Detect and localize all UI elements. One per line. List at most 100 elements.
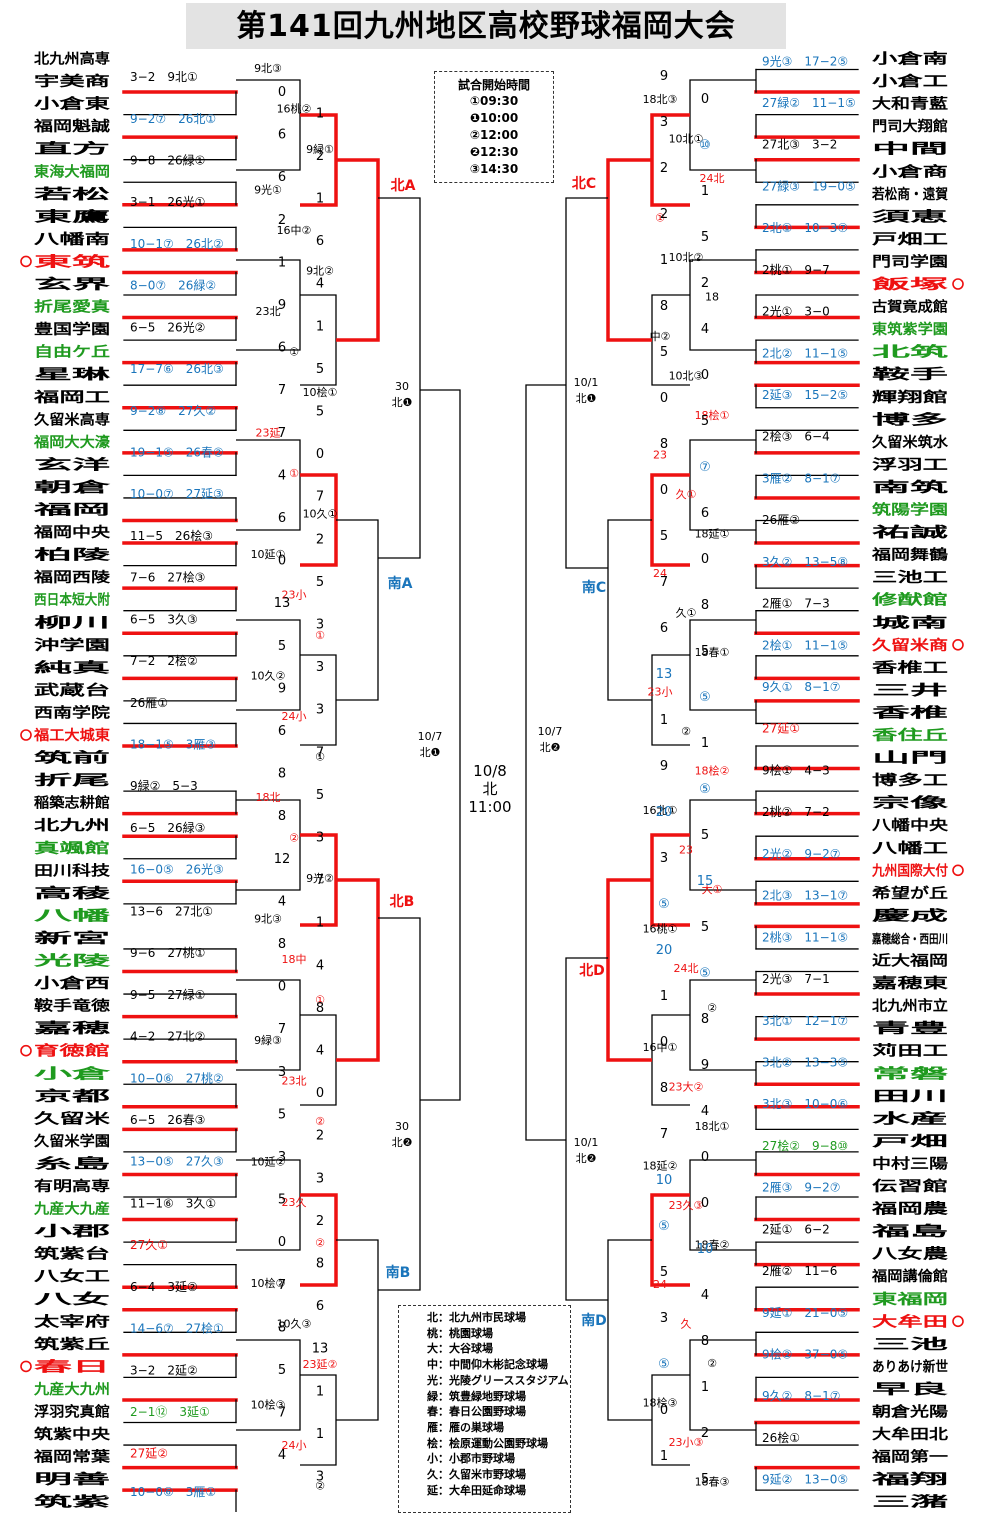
left-team-name: 久留米高専 bbox=[33, 411, 110, 428]
left-score: 3 bbox=[278, 1065, 286, 1080]
left-team-name: 星琳 bbox=[34, 366, 113, 383]
right-round-label: 16北① bbox=[643, 804, 678, 817]
right-score: 0 bbox=[660, 391, 668, 406]
left-score: 5 bbox=[278, 1193, 286, 1208]
left-round-label: ① bbox=[289, 346, 299, 359]
legend-item: 久：久留米市野球場 bbox=[427, 1468, 526, 1482]
left-team-name: 沖学園 bbox=[34, 637, 110, 654]
left-r1-score: 6−5 26光② bbox=[130, 320, 205, 334]
left-round-label: ① bbox=[315, 994, 325, 1007]
right-team-name: 東筑紫学園 bbox=[872, 321, 948, 338]
left-score: 0 bbox=[316, 1086, 324, 1101]
left-r1-score: 2−1⑫ 3延① bbox=[130, 1405, 210, 1419]
left-team-name: 福岡工 bbox=[32, 389, 110, 406]
right-semi-bracket bbox=[565, 197, 608, 569]
right-r1-score: 27緑② 11−1⑤ bbox=[762, 95, 856, 110]
right-team-name: 田川 bbox=[872, 1089, 948, 1105]
left-team-name: 北九州高専 bbox=[34, 51, 110, 68]
left-r1-score: 4−2 27北② bbox=[130, 1030, 205, 1044]
right-r1-score: 2雁② 11−6 bbox=[762, 1264, 837, 1278]
right-score: ⑤ bbox=[658, 1219, 670, 1234]
left-score: 7 bbox=[278, 383, 286, 398]
legend-item: 雁：雁の巣球場 bbox=[427, 1420, 504, 1434]
left-team-name: 福工大城東 bbox=[33, 727, 110, 744]
right-r1-score: 2桃③ 11−1⑤ bbox=[762, 929, 848, 944]
block-label-minamiA: 南A bbox=[388, 575, 413, 592]
right-r1-score: 26桧① bbox=[762, 1430, 800, 1445]
left-score: 6 bbox=[316, 1299, 324, 1314]
right-round-label: 18桧② bbox=[695, 764, 730, 778]
left-team-name: 八女 bbox=[31, 1291, 110, 1308]
advance-circle-icon bbox=[20, 729, 32, 741]
right-score: ⑩ bbox=[699, 138, 711, 153]
left-r1-score: 16−0⑤ 26光③ bbox=[130, 863, 224, 877]
left-team-name: 小倉東 bbox=[34, 96, 110, 113]
right-score: ⑤ bbox=[699, 690, 711, 705]
right-score: 0 bbox=[701, 1196, 709, 1211]
left-team-name: 福岡魁誠 bbox=[33, 118, 110, 135]
left-score: 0 bbox=[278, 554, 286, 569]
left-r1-score: 10−0⑦ 27延③ bbox=[130, 487, 224, 501]
right-team-name: 小倉工 bbox=[872, 73, 948, 90]
left-score: 8 bbox=[316, 1257, 324, 1272]
left-team-name: 九産大九州 bbox=[33, 1381, 110, 1398]
left-score: 8 bbox=[278, 809, 286, 824]
right-score: 9 bbox=[701, 1058, 709, 1073]
right-r2-bracket bbox=[689, 439, 756, 531]
right-block-bracket bbox=[607, 519, 652, 701]
right-score: 8 bbox=[701, 598, 709, 613]
right-final-bracket bbox=[525, 384, 566, 1141]
semi-date: 10/1 bbox=[574, 376, 599, 389]
right-team-name: 城南 bbox=[872, 614, 948, 631]
left-score: 6 bbox=[278, 511, 286, 526]
right-round-label: 18延① bbox=[695, 528, 730, 541]
championship-venue: 北 bbox=[482, 780, 497, 798]
right-r1-score: 27桧② 9−8⑩ bbox=[762, 1138, 848, 1153]
left-semi-bracket bbox=[378, 917, 421, 1291]
right-team-name: 朝倉光陽 bbox=[872, 1404, 948, 1421]
left-round-label: ② bbox=[315, 1115, 325, 1128]
left-score: 8 bbox=[278, 937, 286, 952]
right-score: 1 bbox=[660, 253, 668, 268]
right-r1-score: 27北③ 3−2 bbox=[762, 138, 837, 152]
right-team-name: 東福岡 bbox=[872, 1291, 948, 1308]
left-team-name: 折尾 bbox=[34, 772, 110, 789]
right-team-name: 三池工 bbox=[872, 569, 948, 586]
left-r1-score: 9−8 26緑① bbox=[130, 152, 205, 167]
right-r1-score: 26雁② bbox=[762, 513, 800, 527]
left-team-name: 育徳館 bbox=[34, 1043, 110, 1060]
left-team-name: 京都 bbox=[34, 1088, 110, 1105]
left-round-label: 9緑③ bbox=[254, 1033, 282, 1047]
left-r1-score: 14−6⑦ 27桧① bbox=[130, 1321, 224, 1336]
left-round-label: 10延① bbox=[251, 548, 286, 561]
right-score: 1 bbox=[701, 184, 709, 199]
left-r2-bracket bbox=[236, 439, 301, 531]
right-team-name: 鞍手 bbox=[872, 366, 948, 383]
final-date: 10/7 bbox=[538, 725, 563, 738]
right-team-name: 博多工 bbox=[872, 772, 948, 789]
left-r1-score: 10−1⑦ 26北② bbox=[130, 237, 224, 251]
right-round-label: 10北③ bbox=[669, 370, 704, 383]
left-round-label: ② bbox=[315, 1237, 325, 1250]
left-block-bracket bbox=[336, 158, 380, 342]
left-team-name: 折尾愛真 bbox=[34, 299, 110, 316]
left-score: 1 bbox=[316, 1384, 324, 1399]
left-team-name: 福岡常葉 bbox=[33, 1449, 112, 1466]
right-team-name: 筑陽学園 bbox=[872, 502, 948, 519]
right-r1-score: 2光③ 7−1 bbox=[762, 972, 830, 986]
left-score: 2 bbox=[316, 1129, 324, 1144]
right-round-label: ② bbox=[707, 1002, 717, 1015]
right-score: ⑦ bbox=[699, 460, 711, 475]
right-score: 1 bbox=[701, 1380, 709, 1395]
left-score: 5 bbox=[278, 639, 286, 654]
left-r1-score: 17−7⑥ 26北③ bbox=[130, 362, 224, 376]
left-round-label: 18中 bbox=[282, 953, 307, 966]
left-score: 3 bbox=[316, 703, 324, 718]
left-team-name: 田川科技 bbox=[34, 862, 111, 879]
right-round-label: 18北③ bbox=[643, 93, 678, 106]
right-score: 1 bbox=[660, 1449, 668, 1464]
right-r2-bracket bbox=[689, 799, 756, 891]
left-team-name: 真颯館 bbox=[34, 840, 110, 857]
left-score: 3 bbox=[316, 618, 324, 633]
right-r2-bracket bbox=[689, 259, 756, 351]
